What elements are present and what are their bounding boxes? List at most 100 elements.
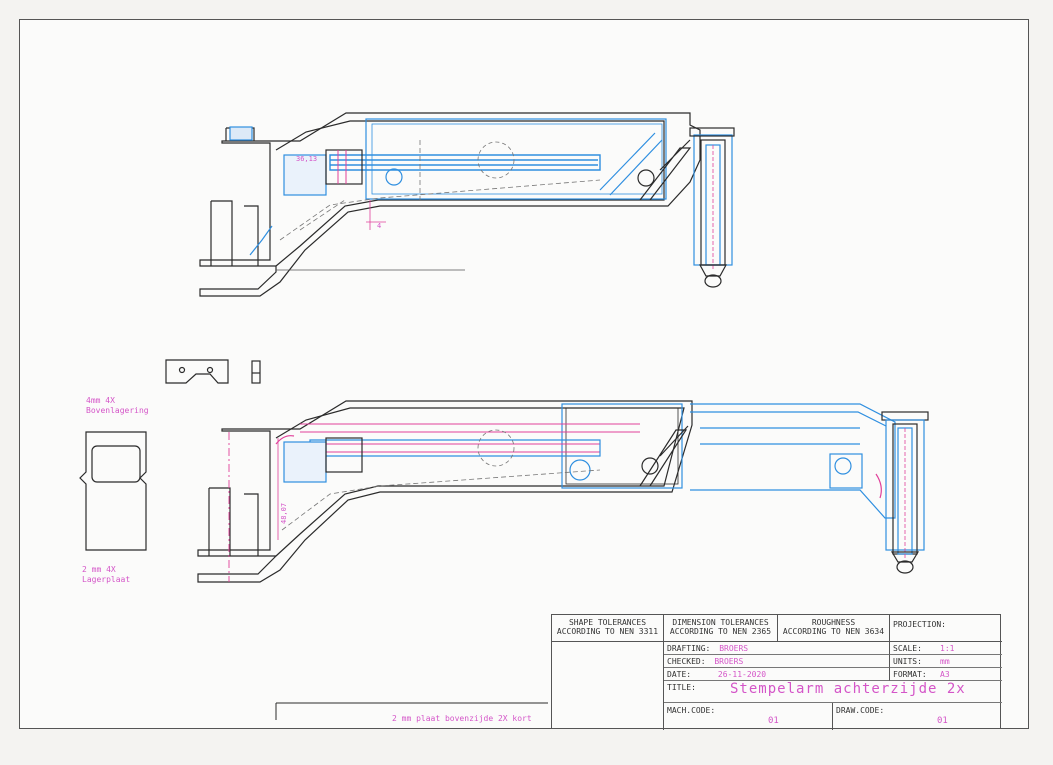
bottom-red-arc-right: [875, 473, 882, 499]
dim-tol-line1: DIMENSION TOLERANCES: [672, 618, 769, 627]
top-arm-inner-line: [275, 120, 665, 267]
top-mechanism-box2: [325, 149, 363, 185]
top-bracket: [210, 127, 259, 266]
roughness-cell: ROUGHNESS ACCORDING TO NEN 3634: [778, 615, 890, 642]
title-label: TITLE:: [667, 683, 696, 692]
top-piston-rod: [329, 154, 601, 171]
top-arm-outline: [199, 112, 701, 297]
bottom-blue-rod: [309, 439, 601, 457]
top-inner-tube: [365, 118, 667, 200]
top-small-dimension: 4: [377, 222, 381, 230]
date-row: DATE: 26-11-2020: [664, 668, 890, 681]
bottom-bracket: [208, 487, 259, 556]
draw-code-value: 01: [937, 716, 948, 726]
bottom-ext-pin: [834, 457, 852, 475]
lagerplaat-qty: 2 mm 4X: [82, 565, 116, 574]
bottom-inner-tube-2: [565, 407, 679, 485]
lagerplaat-part: [79, 431, 147, 551]
bottom-view-arm: 48,07: [197, 400, 929, 583]
bottom-rear-pin: [641, 457, 659, 475]
drafting-label: DRAFTING:: [667, 644, 711, 653]
bottom-mechanism-box2: [325, 437, 363, 473]
checked-label: CHECKED:: [667, 657, 706, 666]
bottom-dashed-plate: [281, 469, 601, 531]
scale-label: SCALE:: [893, 644, 922, 653]
mach-code-cell: MACH.CODE: 01: [664, 703, 833, 730]
top-dashed-plate: [279, 140, 601, 241]
dim-tol-line2: ACCORDING TO NEN 2365: [669, 627, 772, 636]
units-value: mm: [940, 657, 950, 666]
bottom-dashed-circle: [477, 429, 515, 467]
bottom-blue-circle: [569, 459, 591, 481]
units-label: UNITS:: [893, 657, 922, 666]
draw-code-label: DRAW.CODE:: [836, 706, 885, 715]
date-label: DATE:: [667, 670, 692, 679]
scale-row: SCALE: 1:1: [890, 642, 1002, 655]
note-frame: [275, 702, 548, 720]
roughness-line2: ACCORDING TO NEN 3634: [782, 627, 885, 636]
format-label: FORMAT:: [893, 670, 927, 679]
drawing-title: Stempelarm achterzijde 2x: [730, 681, 966, 697]
top-dashed-circle: [477, 141, 515, 179]
title-block: SHAPE TOLERANCES ACCORDING TO NEN 3311 D…: [551, 614, 1002, 730]
top-diag-brace: [599, 132, 663, 196]
shape-tol-line1: SHAPE TOLERANCES: [568, 618, 647, 627]
shape-tol-line2: ACCORDING TO NEN 3311: [556, 627, 659, 636]
draw-code-cell: DRAW.CODE: 01: [833, 703, 1002, 730]
checked-value: BROERS: [714, 657, 744, 666]
drawing-sheet: [19, 19, 1029, 729]
units-row: UNITS: mm: [890, 655, 1002, 668]
part-hole-right: [206, 366, 214, 374]
top-view-arm: 36,13 4: [199, 112, 735, 297]
top-blue-curve: [249, 225, 273, 256]
title-block-blank: [552, 642, 664, 730]
top-mech-detail: [337, 150, 347, 184]
bovenlagering-side-part: [165, 359, 229, 384]
top-dimension-label: 36,13: [296, 155, 317, 163]
drafting-value: BROERS: [719, 644, 749, 653]
lagerplaat-name: Lagerplaat: [82, 575, 131, 584]
bottom-inner-tube: [561, 403, 683, 489]
small-parts: [79, 359, 261, 551]
checked-row: CHECKED: BROERS: [664, 655, 890, 668]
bottom-dimension-label: 48,07: [280, 503, 288, 524]
top-vertical-cylinder: [689, 127, 735, 288]
bovenlagering-qty: 4mm 4X: [86, 396, 115, 405]
lagerplaat-window: [91, 445, 141, 483]
bovenlagering-note: 4mm 4X Bovenlagering: [86, 396, 149, 416]
format-value: A3: [940, 670, 950, 679]
bottom-extension-arm: [690, 403, 896, 519]
top-mechanism-box: [283, 154, 327, 196]
top-inner-tube-2: [371, 123, 663, 195]
lagerplaat-note: 2 mm 4X Lagerplaat: [82, 565, 130, 585]
bottom-arm-outline: [197, 400, 693, 583]
top-rear-pin: [637, 169, 655, 187]
mach-code-value: 01: [768, 716, 779, 726]
shape-tolerances-cell: SHAPE TOLERANCES ACCORDING TO NEN 3311: [552, 615, 664, 642]
projection-cell: PROJECTION:: [890, 615, 1002, 642]
bottom-red-arc: [275, 435, 295, 445]
projection-label: PROJECTION:: [893, 620, 946, 629]
top-small-block: [229, 126, 253, 141]
bottom-note: 2 mm plaat bovenzijde 2X kort: [392, 714, 532, 723]
bottom-ext-bracket: [829, 453, 863, 489]
scale-value: 1:1: [940, 644, 955, 653]
bottom-rear-frame: [639, 425, 689, 487]
bottom-arm-inner-line: [275, 407, 685, 557]
mach-code-label: MACH.CODE:: [667, 706, 716, 715]
roughness-line1: ROUGHNESS: [811, 618, 856, 627]
title-row: TITLE: Stempelarm achterzijde 2x: [664, 681, 1002, 703]
bovenlagering-edge-part: [251, 360, 261, 384]
format-row: FORMAT: A3: [890, 668, 1002, 681]
bottom-mechanism-box: [283, 441, 327, 483]
bovenlagering-name: Bovenlagering: [86, 406, 149, 415]
drafting-row: DRAFTING: BROERS: [664, 642, 890, 655]
bottom-vertical-cylinder: [881, 411, 929, 574]
dimension-tolerances-cell: DIMENSION TOLERANCES ACCORDING TO NEN 23…: [664, 615, 778, 642]
part-hole-left: [178, 366, 186, 374]
bottom-magenta-rod: [284, 423, 640, 453]
top-rear-frame: [639, 139, 692, 201]
date-value: 26-11-2020: [717, 670, 767, 679]
top-pin-circle: [385, 168, 403, 186]
